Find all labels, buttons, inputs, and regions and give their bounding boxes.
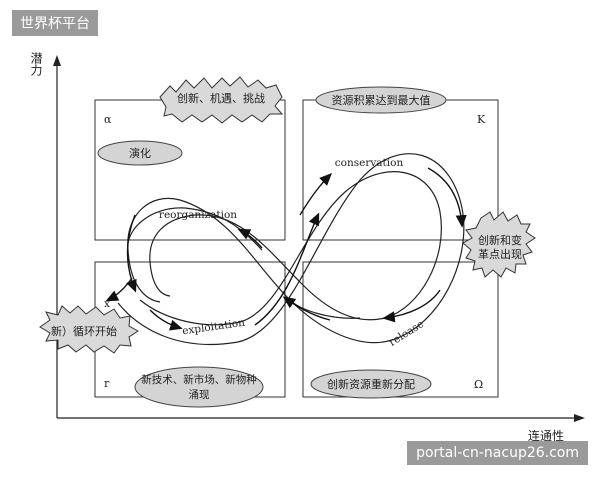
- k-burst-line1: 创新和变: [478, 233, 522, 247]
- label-conservation: conservation: [335, 157, 404, 169]
- label-reorganization: reorganization: [159, 209, 237, 221]
- watermark-bottom-right: portal-cn-nacup26.com: [407, 441, 588, 465]
- label-x: x: [104, 298, 110, 310]
- arrow-k-down: [427, 167, 467, 228]
- r-ellipse-line2: 涌现: [189, 389, 210, 401]
- adaptive-cycle-loop: [117, 153, 465, 346]
- arrow-release-up: [282, 296, 331, 321]
- k-symbol: K: [477, 113, 486, 126]
- arrow-r-entry: [149, 309, 183, 331]
- x-axis-arrow: [574, 414, 585, 422]
- k-ellipse: [315, 86, 447, 114]
- omega-ellipse-text: 创新资源重新分配: [327, 377, 415, 391]
- alpha-burst-text: 创新、机遇、挑战: [177, 91, 265, 105]
- omega-symbol: Ω: [474, 378, 483, 391]
- arrow-reorg-left: [237, 228, 263, 249]
- r-symbol: r: [104, 377, 110, 390]
- alpha-burst-shape: [159, 76, 284, 124]
- r-ellipse: [134, 366, 264, 408]
- flow-arrows: [105, 167, 467, 331]
- r-ellipse-line1: 新技术、新市场、新物种: [141, 373, 257, 386]
- k-burst-shape: [462, 211, 536, 278]
- arrow-x-exit: [105, 277, 133, 302]
- alpha-ellipse: [97, 140, 183, 166]
- arrow-reorg-down: [126, 214, 137, 293]
- loop-inner-edge: [139, 171, 442, 326]
- y-axis-arrow: [53, 55, 61, 66]
- quadrant-omega-box: [302, 261, 499, 398]
- k-burst-line2: 革点出现: [478, 247, 522, 261]
- alpha-symbol: α: [104, 113, 112, 126]
- r-burst-shape: [39, 305, 139, 354]
- alpha-ellipse-text: 演化: [129, 146, 151, 160]
- y-axis-label: 潜力: [29, 52, 43, 77]
- r-burst-text: 新）循环开始: [51, 324, 117, 338]
- arrow-conservation: [299, 173, 332, 216]
- quadrant-k-box: [302, 99, 499, 241]
- label-exploitation: exploitation: [182, 317, 246, 338]
- arrow-release-left: [382, 289, 441, 323]
- loop-outer-edge: [117, 153, 465, 346]
- x-axis-label: 连通性: [528, 428, 564, 443]
- watermark-top-left: 世界杯平台: [12, 10, 98, 36]
- label-release: release: [387, 318, 426, 349]
- k-ellipse-text: 资源积累达到最大值: [332, 93, 431, 107]
- arrow-exploitation: [254, 212, 320, 326]
- omega-ellipse: [310, 369, 432, 399]
